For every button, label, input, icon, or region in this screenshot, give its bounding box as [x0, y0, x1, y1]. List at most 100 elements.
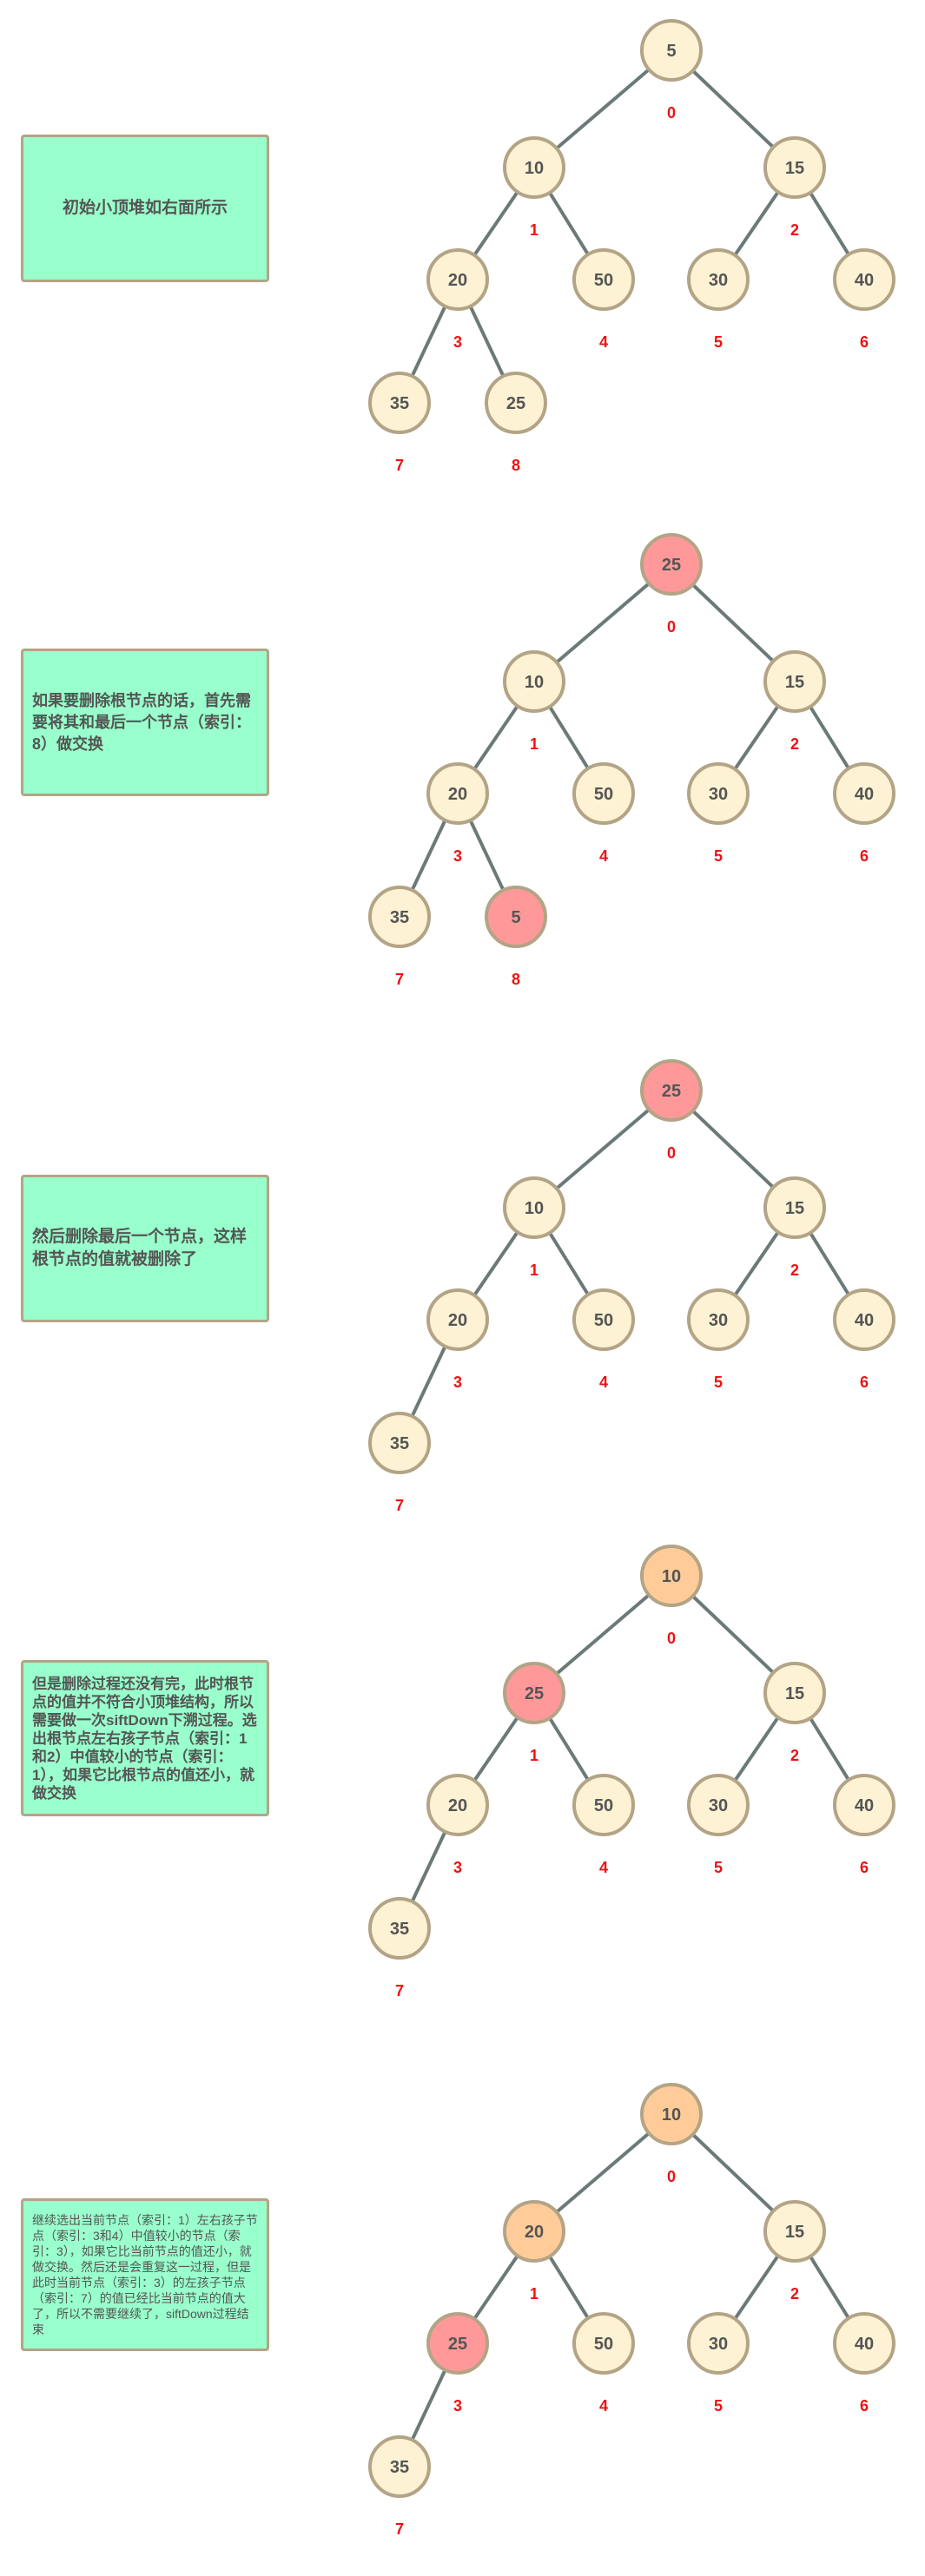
heap-node: 35 7: [368, 1412, 431, 1514]
node-circle: [687, 1288, 750, 1351]
heap-node: 406: [833, 1774, 895, 1876]
node-circle: [687, 1774, 750, 1836]
heap-node: 30 5: [687, 248, 750, 351]
heap-node: 152: [763, 1176, 826, 1279]
node-circle: [640, 19, 703, 82]
node-value: 25: [525, 1684, 544, 1703]
node-index: 5: [714, 1374, 723, 1391]
node-circle: [833, 2312, 895, 2375]
heap-node: 25 1: [503, 1662, 565, 1764]
node-circle: [572, 1774, 635, 1836]
heap-node: 203: [426, 762, 489, 865]
node-circle: [640, 533, 703, 596]
note-box: 初始小顶堆如右面所示: [21, 135, 269, 282]
node-index: 4: [599, 847, 608, 865]
note-text: 继续选出当前节点（索引：1）左右孩子节点（索引：3和4）中值较小的节点（索引：3…: [32, 2213, 258, 2336]
node-circle: [833, 762, 895, 825]
node-value: 35: [390, 1434, 409, 1453]
heap-node: 203: [426, 1288, 489, 1391]
heap-node: 504: [572, 2312, 635, 2415]
node-index: 2: [790, 221, 799, 239]
node-value: 50: [594, 271, 613, 290]
heap-node: 305: [687, 1288, 750, 1391]
node-value: 35: [390, 394, 409, 413]
heap-node: 201: [503, 2200, 565, 2303]
node-circle: [485, 886, 547, 948]
node-value: 40: [855, 785, 874, 804]
node-circle: [503, 136, 565, 199]
heap-node: 253: [426, 2312, 489, 2415]
node-circle: [368, 886, 431, 948]
node-value: 20: [448, 271, 467, 290]
node-value: 10: [662, 1567, 681, 1586]
heap-node: 101: [503, 1176, 565, 1279]
note-text: 但是删除过程还没有完，此时根节点的值并不符合小顶堆结构，所以需要做一次siftD…: [32, 1675, 257, 1802]
node-value: 50: [594, 1311, 613, 1330]
node-index: 7: [395, 1497, 404, 1514]
node-circle: [503, 2200, 565, 2263]
node-circle: [426, 2312, 489, 2375]
node-index: 1: [530, 1747, 538, 1764]
node-value: 30: [709, 271, 728, 290]
heap-node: 357: [368, 1897, 431, 2000]
heap-node: 357: [368, 2435, 431, 2538]
node-index: 3: [453, 1859, 462, 1876]
note-box: 继续选出当前节点（索引：1）左右孩子节点（索引：3和4）中值较小的节点（索引：3…: [21, 2198, 269, 2351]
node-index: 5: [714, 333, 723, 351]
heap-node: 250: [640, 533, 703, 636]
node-index: 1: [530, 735, 538, 753]
node-value: 20: [525, 2223, 544, 2242]
heap-node: 15 2: [763, 650, 826, 753]
node-value: 30: [709, 1796, 728, 1815]
node-value: 50: [594, 785, 613, 804]
node-circle: [763, 1662, 826, 1724]
note-text: 如果要删除根节点的话，首先需要将其和最后一个节点（索引：8）做交换: [32, 691, 251, 753]
heap-node: 50 4: [572, 762, 635, 865]
node-circle: [368, 1897, 431, 1960]
node-index: 4: [599, 1859, 608, 1876]
node-circle: [503, 1662, 565, 1724]
node-circle: [687, 2312, 750, 2375]
note-box: 如果要删除根节点的话，首先需要将其和最后一个节点（索引：8）做交换: [21, 649, 269, 796]
node-index: 8: [512, 971, 520, 988]
panel-4: 但是删除过程还没有完，此时根节点的值并不符合小顶堆结构，所以需要做一次siftD…: [0, 1525, 925, 2038]
node-circle: [763, 650, 826, 713]
node-circle: [503, 650, 565, 713]
node-value: 10: [525, 159, 544, 178]
heap-node: 152: [763, 136, 826, 239]
node-index: 6: [860, 1859, 869, 1876]
note-text: 初始小顶堆如右面所示: [62, 199, 228, 217]
heap-node: 406: [833, 2312, 895, 2415]
node-index: 8: [512, 457, 520, 474]
node-value: 10: [525, 1199, 544, 1218]
node-value: 40: [855, 2335, 874, 2354]
node-value: 20: [448, 1796, 467, 1815]
node-value: 50: [594, 1796, 613, 1815]
node-value: 15: [785, 2223, 804, 2242]
node-circle: [503, 1176, 565, 1239]
node-value: 15: [785, 673, 804, 692]
heap-node: 504: [572, 248, 635, 351]
heap-node: 203: [426, 248, 489, 351]
node-index: 2: [790, 735, 799, 753]
node-circle: [426, 762, 489, 825]
note-text: 然后删除最后一个节点，这样根节点的值就被删除了: [32, 1228, 248, 1268]
node-index: 3: [453, 1374, 462, 1391]
heap-node: 305: [687, 2312, 750, 2415]
node-index: 0: [667, 2168, 676, 2185]
node-index: 5: [714, 1859, 723, 1876]
heap-node: 58: [485, 886, 547, 988]
node-value: 35: [390, 908, 409, 927]
node-circle: [763, 1176, 826, 1239]
heap-node: 406: [833, 762, 895, 865]
node-circle: [833, 1774, 895, 1836]
heap-node: 50: [640, 19, 703, 122]
note-box: 然后删除最后一个节点，这样根节点的值就被删除了: [21, 1175, 269, 1322]
node-circle: [687, 762, 750, 825]
node-index: 3: [453, 2397, 462, 2415]
heap-node: 100: [640, 1545, 703, 1647]
node-value: 20: [448, 785, 467, 804]
